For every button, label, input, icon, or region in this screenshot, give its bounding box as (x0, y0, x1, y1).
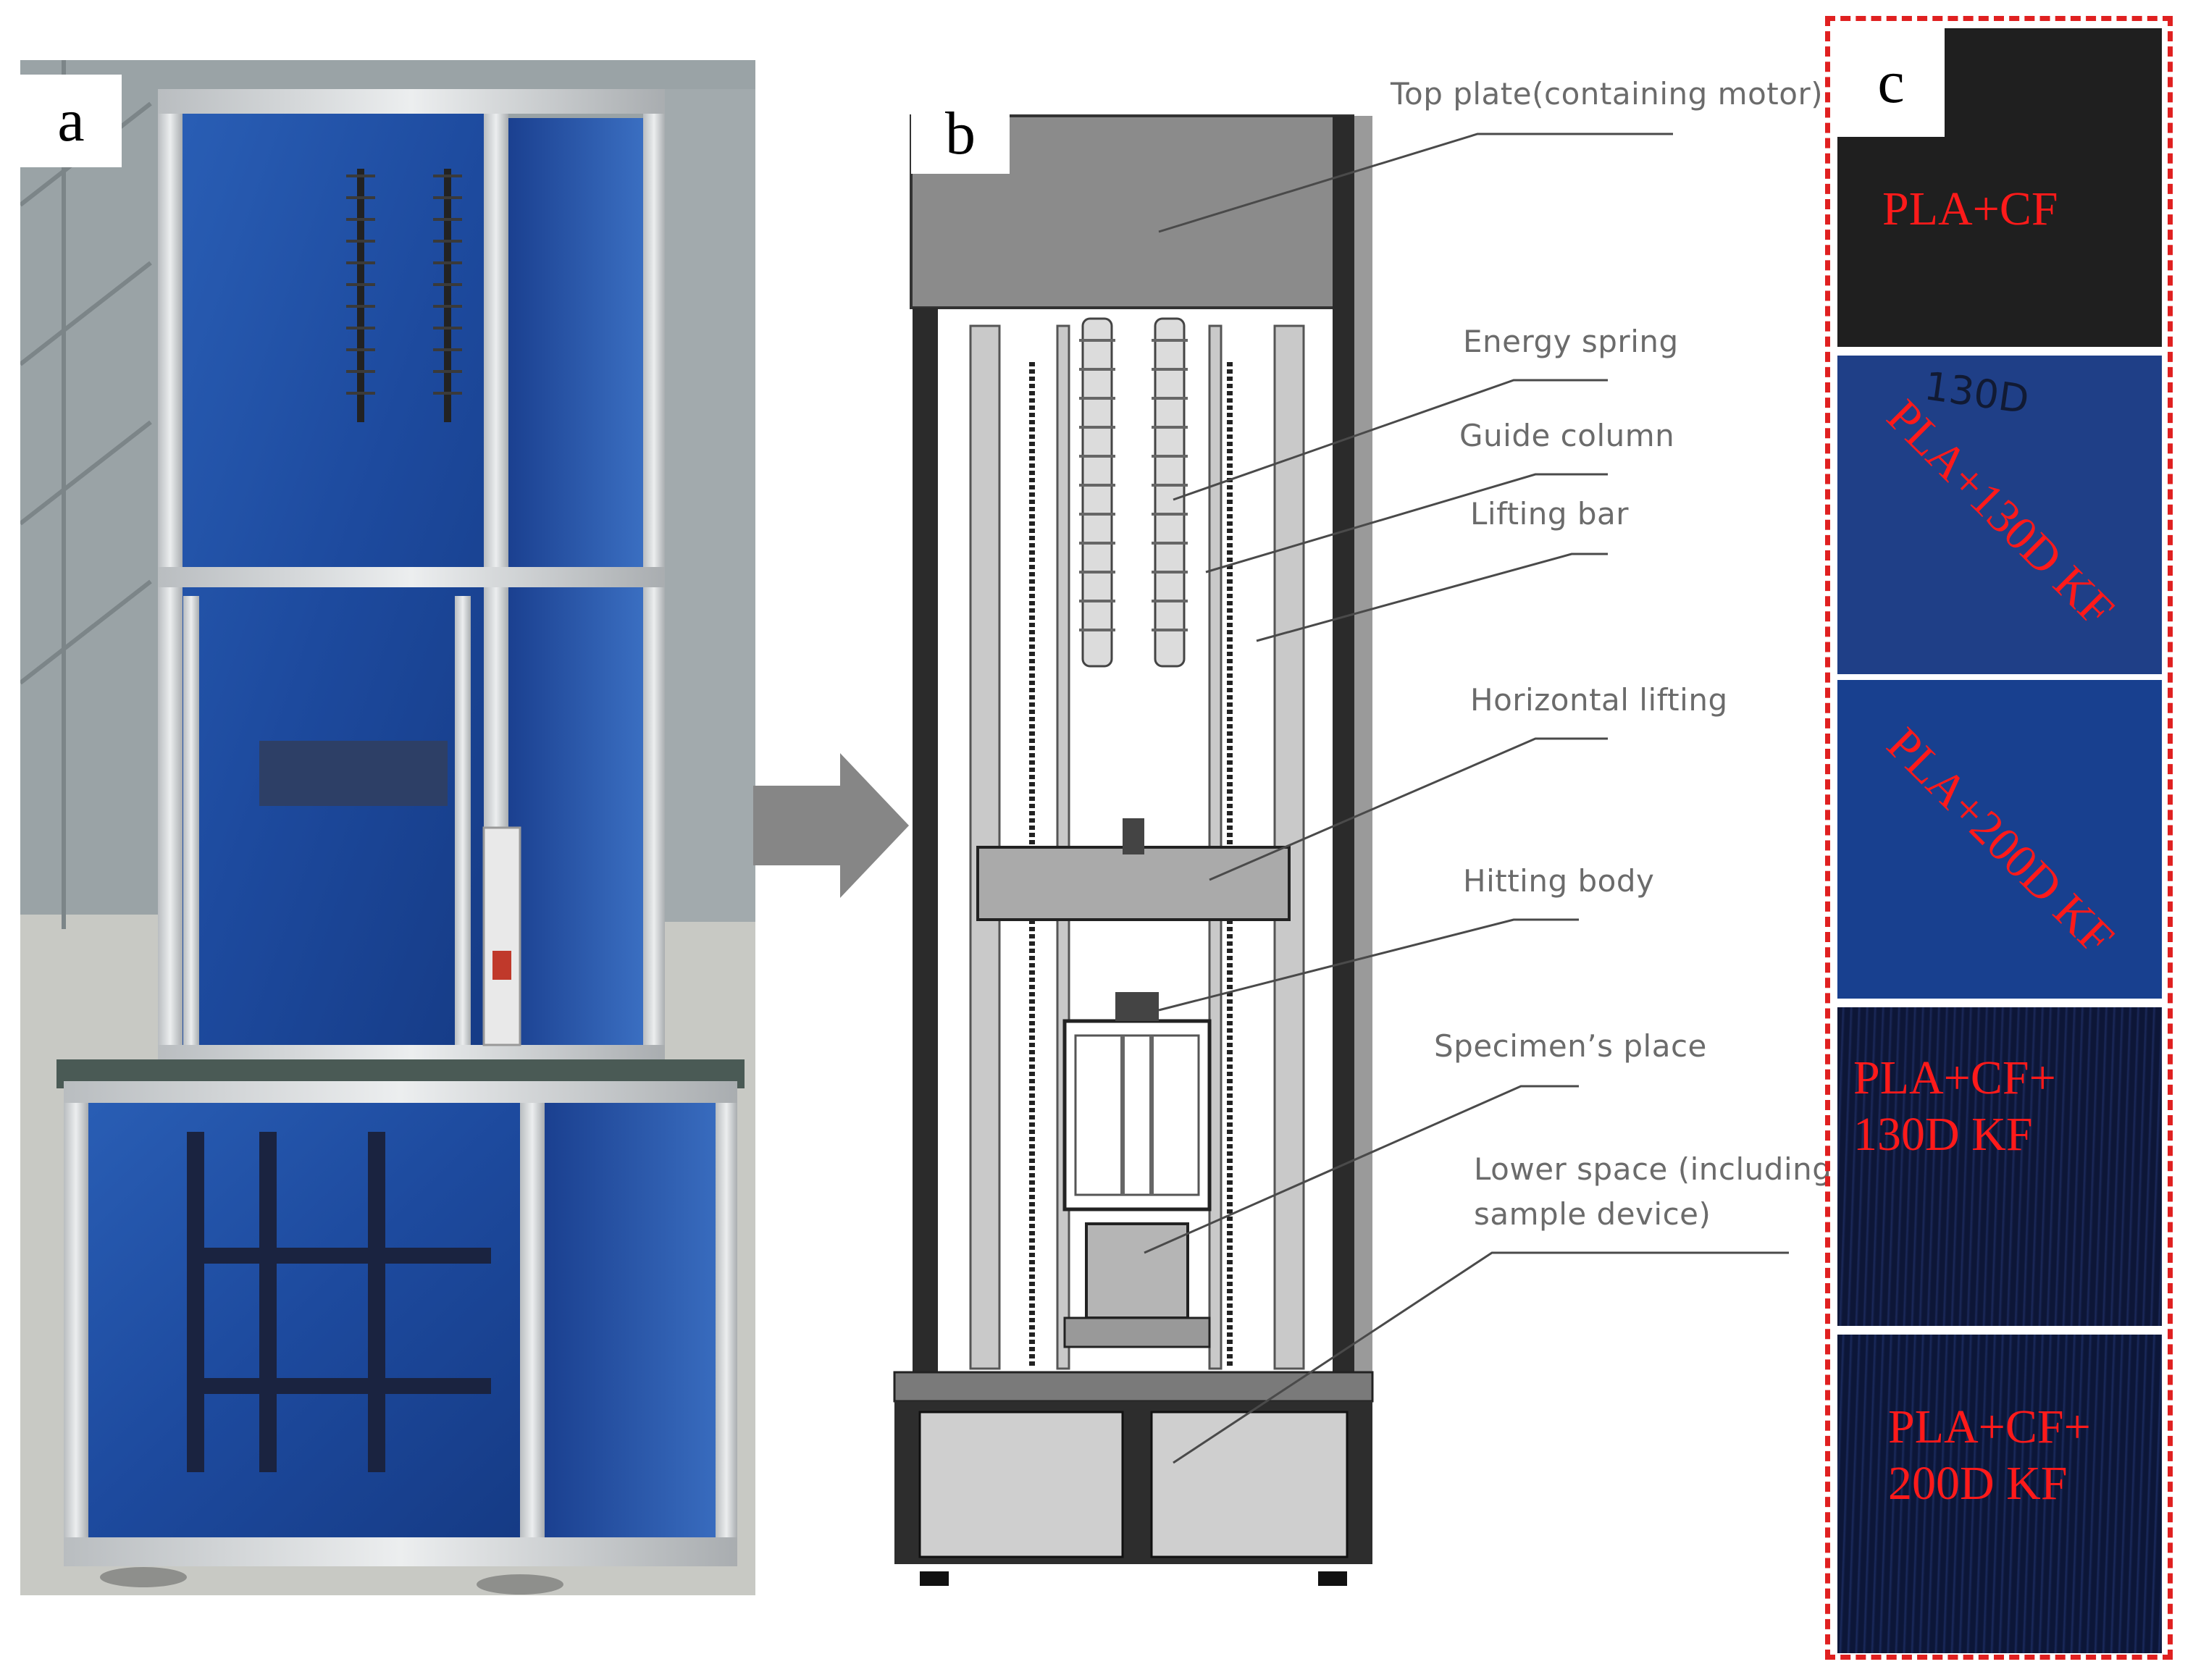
callout-guide-column: Guide column (1459, 418, 1675, 453)
specimen-pla-cf: c PLA+CF (1837, 28, 2162, 347)
callout-specimen-place: Specimen’s place (1434, 1028, 1707, 1064)
arrow-right-icon (753, 753, 909, 898)
panel-b-label: b (911, 94, 1010, 174)
specimen-label-line2: 130D KF (1853, 1108, 2033, 1161)
specimen-label-line2: 200D KF (1888, 1457, 2068, 1510)
panel-c-label: c (1837, 28, 1945, 137)
specimen-pla-200d-kf: PLA+200D KF (1837, 680, 2162, 999)
specimen-label: PLA+130D KF (1877, 390, 2124, 637)
callout-horizontal-lifting: Horizontal lifting (1470, 682, 1728, 718)
callout-top-plate: Top plate(containing motor) (1391, 76, 1824, 112)
callout-lower-space: Lower space (including (1474, 1151, 1832, 1187)
specimen-label-line1: PLA+CF+ (1888, 1400, 2091, 1453)
callout-lower-space-2: sample device) (1474, 1196, 1711, 1232)
panel-b-drawing: b Top plate(containing motor) Energy spr… (884, 76, 1832, 1608)
specimen-pla-cf-130d-kf: PLA+CF+ 130D KF (1837, 1007, 2162, 1326)
specimen-label-line1: PLA+CF+ (1853, 1051, 2056, 1104)
callout-hitting-body: Hitting body (1463, 863, 1655, 899)
callout-energy-spring: Energy spring (1463, 324, 1679, 359)
specimen-label: PLA+CF (1882, 182, 2058, 235)
impact-tester-drawing (893, 114, 1789, 1586)
callout-lifting-bar: Lifting bar (1470, 496, 1630, 532)
panel-a-label: a (20, 75, 122, 167)
panel-c-specimens: c PLA+CF 130D PLA+130D KF PLA+200D KF PL… (1825, 16, 2173, 1660)
specimen-label: PLA+200D KF (1877, 718, 2124, 965)
panel-a-photo: a (20, 60, 755, 1595)
specimen-pla-130d-kf: 130D PLA+130D KF (1837, 356, 2162, 674)
impact-tester-photo (20, 60, 755, 1595)
specimen-pla-cf-200d-kf: PLA+CF+ 200D KF (1837, 1335, 2162, 1653)
